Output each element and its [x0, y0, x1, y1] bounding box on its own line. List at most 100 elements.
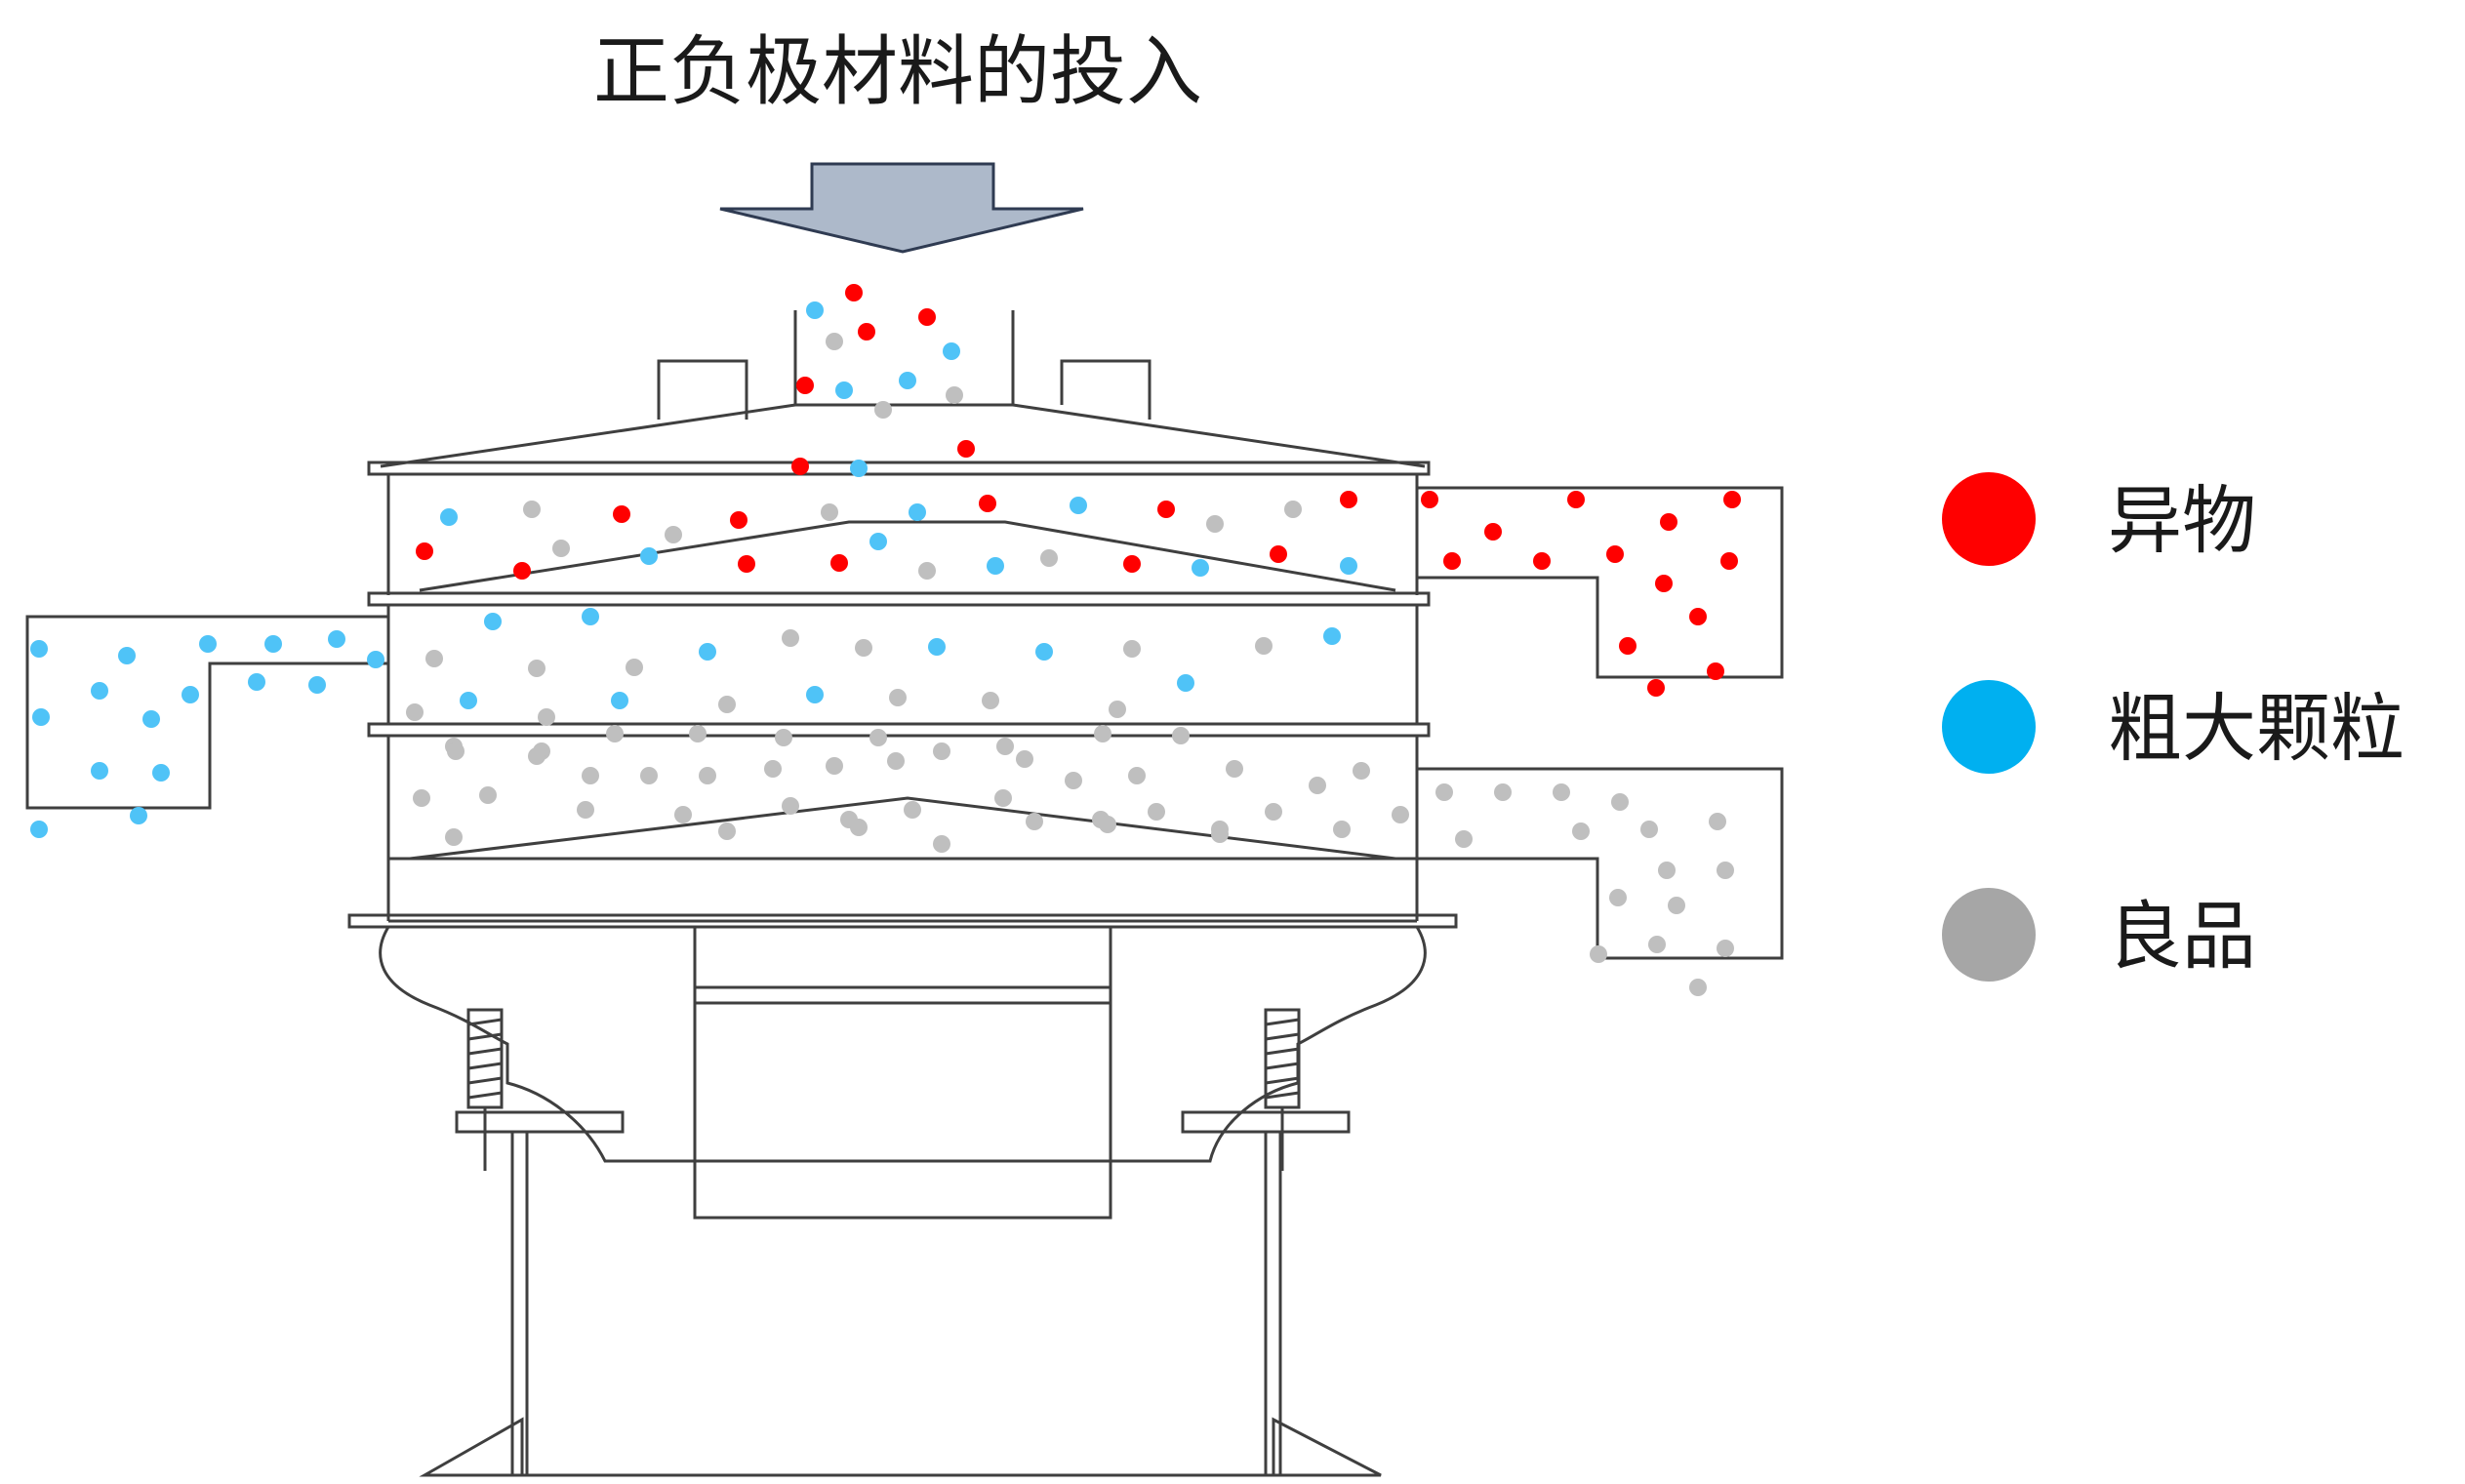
coarse-particle: [484, 613, 502, 630]
coarse-particle: [328, 630, 345, 648]
diagram-title: 正负极材料的投入: [593, 28, 1202, 116]
foreign-particle: [1707, 662, 1724, 680]
foreign-particle: [830, 554, 848, 572]
good-particle: [1353, 762, 1370, 780]
good-particle: [996, 738, 1014, 755]
bottom-screen-cone: [410, 798, 1395, 859]
coarse-particle: [199, 635, 217, 653]
good-particle: [1265, 803, 1282, 821]
foreign-particle: [1720, 552, 1738, 570]
good-particle: [1226, 760, 1243, 778]
good-particle: [821, 503, 838, 521]
top-screen-cone: [420, 522, 1395, 590]
coarse-particle: [869, 533, 887, 550]
good-particle: [606, 725, 624, 742]
good-particle: [1148, 803, 1165, 821]
legend-coarse-marker: [1942, 680, 2036, 774]
good-particle: [406, 703, 424, 721]
vibrating-sieve-machine: [27, 310, 1782, 1475]
good-particle: [674, 806, 692, 823]
motor-housing: [381, 927, 1426, 1161]
good-particle: [1040, 549, 1058, 567]
stand-feet: [424, 1420, 1381, 1475]
foreign-particle: [1157, 501, 1175, 518]
foreign-particle: [1421, 491, 1438, 508]
clamp-ring-middle: [369, 593, 1429, 605]
good-particle: [1109, 701, 1126, 718]
foreign-particle: [1606, 545, 1624, 563]
spring-right-coil: [1266, 1020, 1299, 1098]
coarse-particle: [806, 686, 824, 703]
coarse-particle: [30, 821, 48, 838]
coarse-particle: [130, 807, 147, 824]
foreign-particle: [957, 440, 975, 458]
particles-layer: [30, 284, 1741, 996]
good-particle: [528, 660, 546, 677]
coarse-particle: [91, 762, 108, 780]
good-particle: [1255, 637, 1273, 655]
legend-good-label: 良品: [2108, 893, 2256, 980]
coarse-particle: [987, 557, 1004, 575]
foreign-particle: [738, 555, 755, 573]
spring-seat: [457, 1112, 1349, 1132]
good-particle: [775, 729, 792, 746]
coarse-particle: [1070, 497, 1087, 514]
coarse-particle: [182, 686, 199, 703]
foreign-particle: [845, 284, 863, 301]
good-particle: [1709, 813, 1726, 830]
coarse-particle: [1177, 674, 1194, 692]
good-particle: [1284, 501, 1302, 518]
coarse-particle: [264, 635, 282, 653]
good-particle: [946, 386, 963, 404]
good-particle: [577, 801, 594, 819]
coarse-particle: [32, 708, 50, 726]
good-particle: [1123, 640, 1141, 658]
good-particle: [782, 629, 799, 647]
coarse-particle: [142, 710, 160, 728]
good-particle: [1128, 767, 1146, 784]
legend-good-marker: [1942, 888, 2036, 982]
foreign-particle: [1689, 608, 1707, 625]
stand: [512, 1132, 1280, 1475]
good-particle: [918, 562, 936, 580]
foreign-particle: [730, 511, 748, 529]
good-particle: [1494, 783, 1512, 801]
foreign-particle: [858, 323, 875, 341]
good-particle: [640, 767, 658, 784]
coarse-particle: [440, 508, 458, 526]
good-particle: [887, 752, 905, 770]
good-particle: [552, 540, 570, 557]
legend-foreign-label: 异物: [2108, 477, 2256, 564]
coarse-particle: [835, 381, 853, 399]
good-particle: [1611, 793, 1629, 811]
coarse-particle: [928, 638, 946, 656]
foreign-particle: [613, 505, 630, 523]
good-particle: [1392, 806, 1409, 823]
good-particle: [425, 650, 443, 667]
top-cover: [381, 405, 1425, 466]
good-particle: [764, 760, 782, 778]
good-particle: [826, 757, 843, 775]
good-particle: [1016, 750, 1033, 768]
good-particle: [1572, 822, 1590, 840]
good-particle: [982, 692, 999, 709]
good-particle: [1640, 821, 1658, 838]
good-particle: [1206, 515, 1224, 533]
top-deck: [388, 474, 1417, 595]
bottom-plate: [388, 859, 1417, 921]
foreign-particle: [1484, 523, 1502, 541]
good-particle: [874, 401, 892, 419]
good-particle: [479, 786, 497, 804]
coarse-particle: [1323, 627, 1341, 645]
foreign-particle: [979, 495, 996, 512]
good-particle: [1648, 936, 1666, 953]
legend-foreign-marker: [1942, 472, 2036, 566]
good-particle: [1689, 979, 1707, 996]
good-particle: [1435, 783, 1453, 801]
input-arrow-icon: [720, 164, 1083, 252]
good-particle: [994, 789, 1012, 807]
legend: 异物 粗大颗粒 良品: [1942, 472, 2404, 982]
coarse-particle: [1340, 557, 1357, 575]
foreign-particle: [416, 542, 433, 560]
